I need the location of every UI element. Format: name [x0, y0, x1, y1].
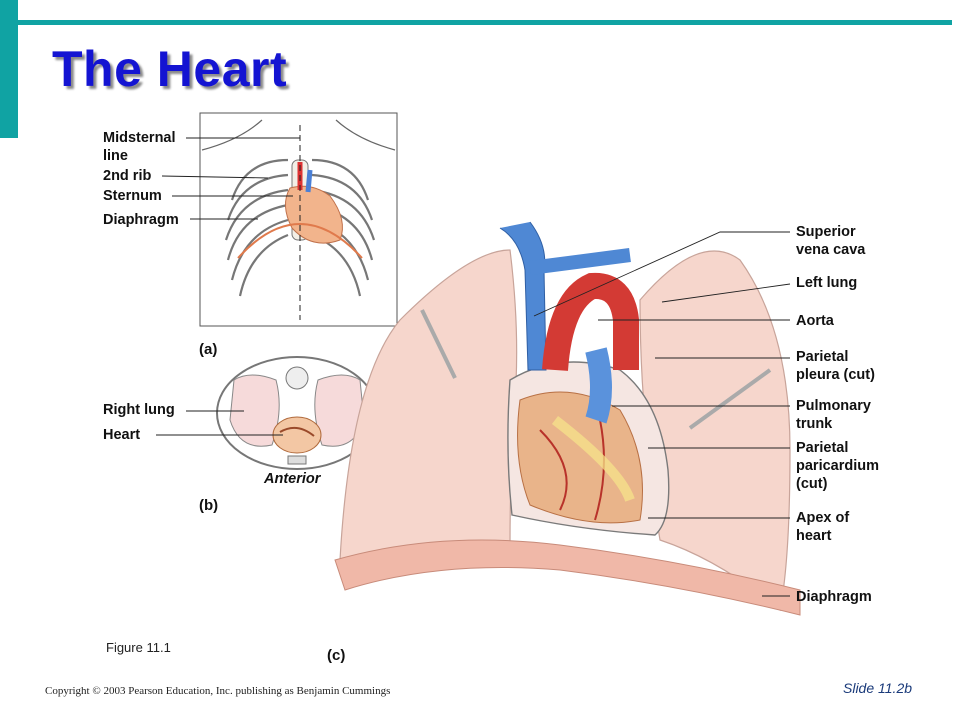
label-parietal-pericardium: Parietal paricardium (cut)	[796, 440, 879, 492]
panel-c-label: (c)	[327, 647, 346, 664]
slide-number: Slide 11.2b	[843, 680, 913, 696]
label-superior-vena-cava: Superior vena cava	[796, 224, 866, 258]
left-accent-bar	[0, 0, 18, 138]
label-diaphragm-c: Diaphragm	[796, 589, 872, 605]
label-diaphragm-a: Diaphragm	[103, 212, 179, 228]
panel-a-label: (a)	[199, 341, 218, 358]
label-left-lung: Left lung	[796, 275, 858, 291]
label-anterior: Anterior	[264, 471, 321, 487]
panel-b-label: (b)	[199, 497, 219, 514]
label-aorta: Aorta	[796, 313, 834, 329]
top-accent-bar	[18, 20, 952, 25]
slide-title: The Heart	[52, 41, 288, 97]
label-sternum: Sternum	[103, 188, 162, 204]
label-heart: Heart	[103, 427, 141, 443]
label-apex-of-heart: Apex of heart	[796, 510, 850, 544]
label-parietal-pleura: Parietal pleura (cut)	[796, 349, 875, 383]
label-pulmonary-trunk: Pulmonary trunk	[796, 398, 871, 432]
figure-caption: Figure 11.1	[106, 640, 171, 655]
label-2nd-rib: 2nd rib	[103, 168, 152, 184]
panel-a-thorax-illustration	[199, 112, 398, 327]
label-right-lung: Right lung	[103, 402, 175, 418]
copyright-notice: Copyright © 2003 Pearson Education, Inc.…	[45, 685, 391, 697]
label-midsternal-line: Midsternal line	[103, 130, 176, 164]
panel-c-heart-lungs-illustration	[334, 221, 801, 616]
